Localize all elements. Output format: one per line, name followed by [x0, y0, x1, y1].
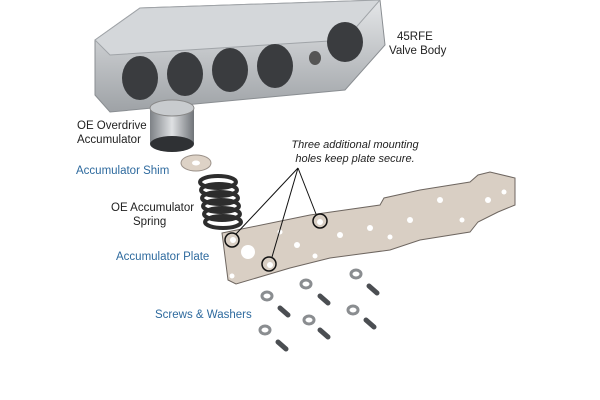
oe-overdrive-label-line1: OE Overdrive — [77, 120, 147, 132]
accumulator-plate-label: Accumulator Plate — [116, 251, 210, 263]
accumulator-shim-illustration — [180, 154, 212, 172]
mounting-hole-callout — [261, 256, 277, 272]
valve-body-illustration — [94, 0, 386, 113]
mounting-hole-callout — [312, 213, 328, 229]
accumulator-plate-illustration — [221, 167, 516, 285]
oe-spring-label-line2: Spring — [133, 216, 167, 228]
annotation-line1: Three additional mounting — [291, 139, 419, 151]
annotation-line2: holes keep plate secure. — [295, 153, 415, 165]
accumulator-shim-label: Accumulator Shim — [76, 165, 170, 177]
accumulator-spring-illustration — [198, 174, 243, 230]
oe-overdrive-label-line2: Accumulator — [77, 134, 141, 146]
mounting-hole-callout — [224, 232, 240, 248]
valve-body-model-label: 45RFE — [397, 31, 433, 43]
annotation-arrows — [235, 167, 317, 258]
screws-washers-illustration — [258, 268, 380, 352]
accumulator-piston-illustration — [149, 99, 195, 152]
oe-spring-label-line1: OE Accumulator — [111, 202, 195, 214]
screws-washers-label: Screws & Washers — [155, 309, 252, 321]
valve-body-label: Valve Body — [389, 45, 447, 57]
mounting-holes-annotation: Three additional mounting holes keep pla… — [285, 138, 425, 166]
